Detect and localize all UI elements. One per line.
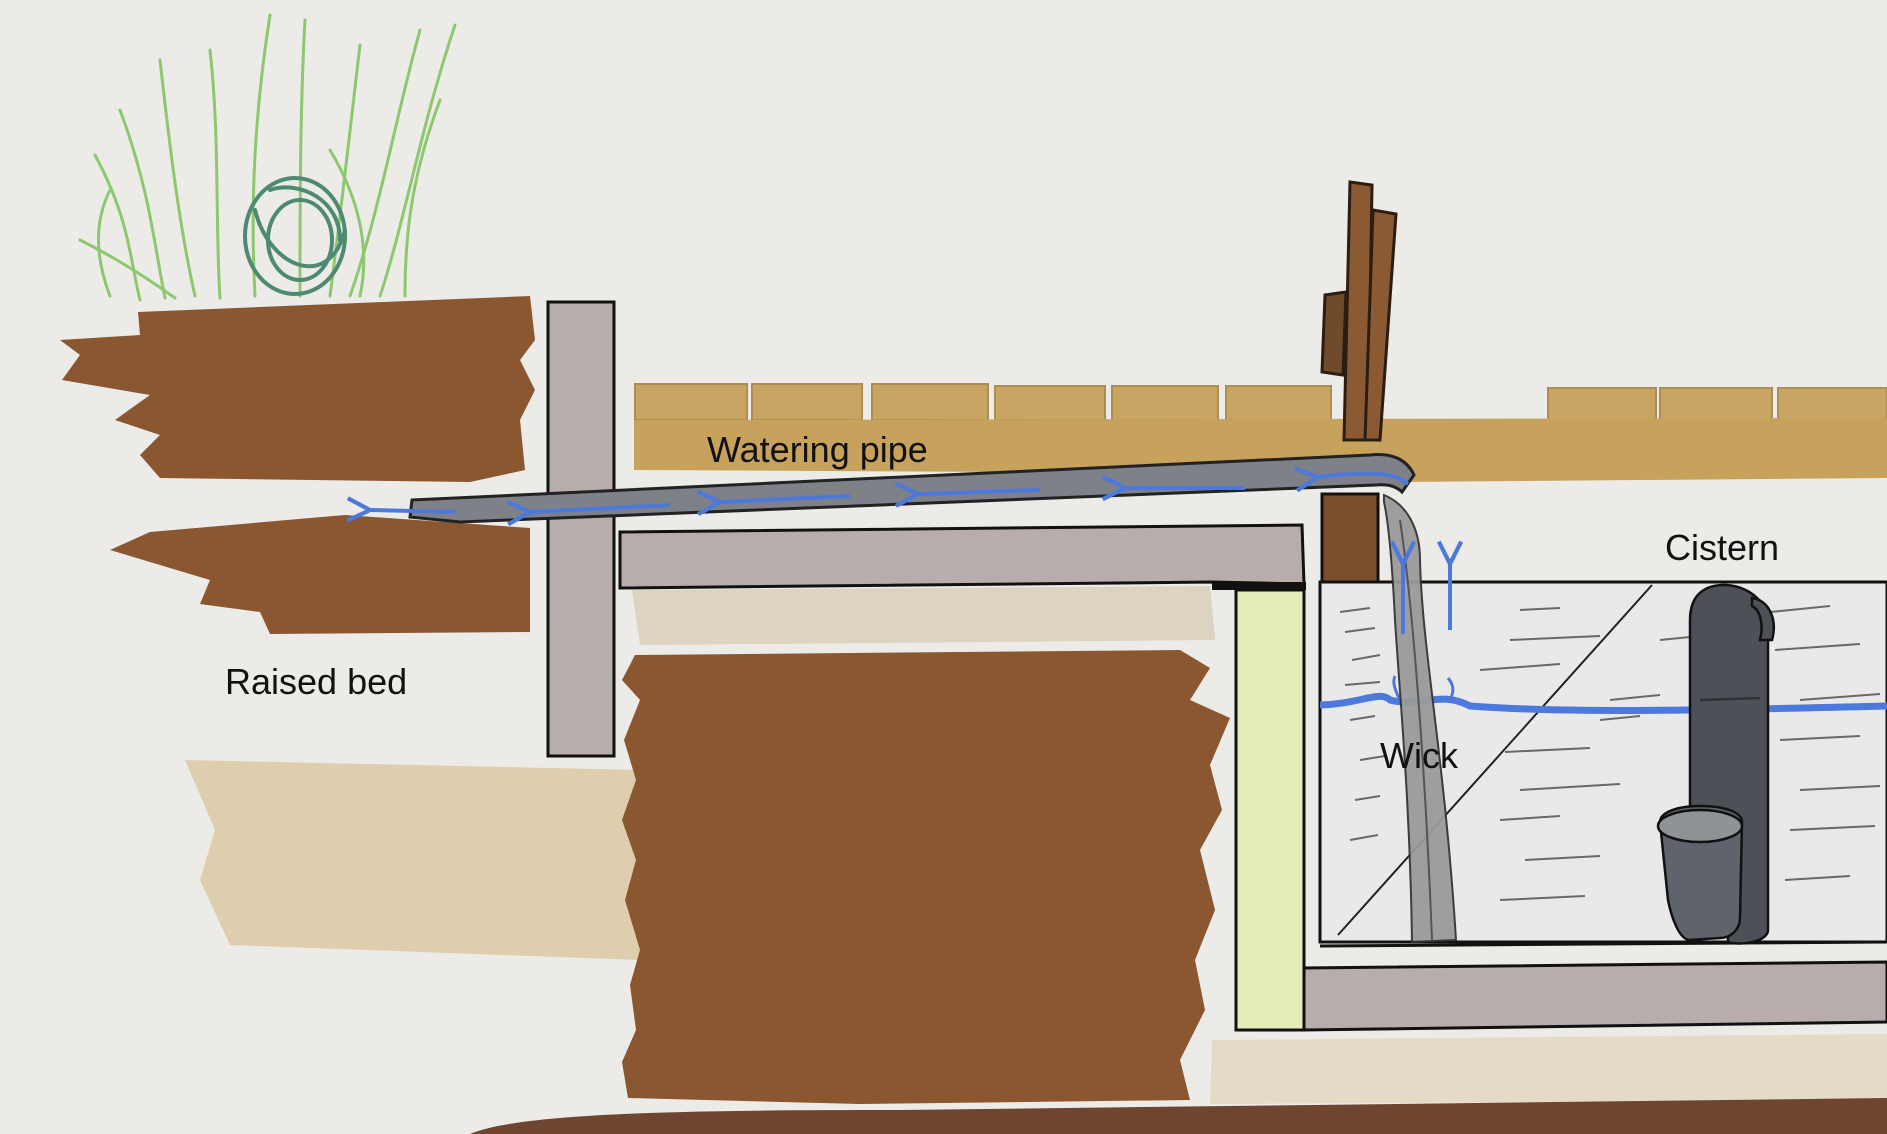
cistern-floor-slab: [1302, 960, 1887, 1032]
flow-arrows: [370, 473, 1450, 634]
raised-bed-lower-soil: [110, 515, 530, 634]
label-watering-pipe: Watering pipe: [707, 429, 928, 470]
plant-illustration: [78, 13, 457, 302]
raised-bed-wall: [546, 300, 616, 758]
raised-bed-upper-soil: [60, 296, 535, 482]
cistern-lid-slab: [618, 523, 1306, 590]
label-cistern: Cistern: [1665, 527, 1780, 568]
paving-bricks: [634, 383, 1887, 421]
label-raised-bed: Raised bed: [225, 661, 408, 702]
wooden-post: [1320, 180, 1398, 442]
ground-soil: [622, 650, 1230, 1104]
insulation-panel: [1234, 588, 1306, 1032]
cistern-lid-shading: [632, 586, 1215, 645]
overflow-downpipe: [1656, 583, 1775, 945]
sand-bedding-layer: [634, 418, 1887, 482]
sand-stain: [185, 760, 640, 960]
bottom-soil-strip: [470, 1098, 1887, 1134]
pipe-support-block: [1320, 492, 1380, 584]
cistern-base-line: [1319, 940, 1887, 948]
label-wick: Wick: [1380, 735, 1458, 776]
base-sand-band: [1210, 1034, 1887, 1104]
